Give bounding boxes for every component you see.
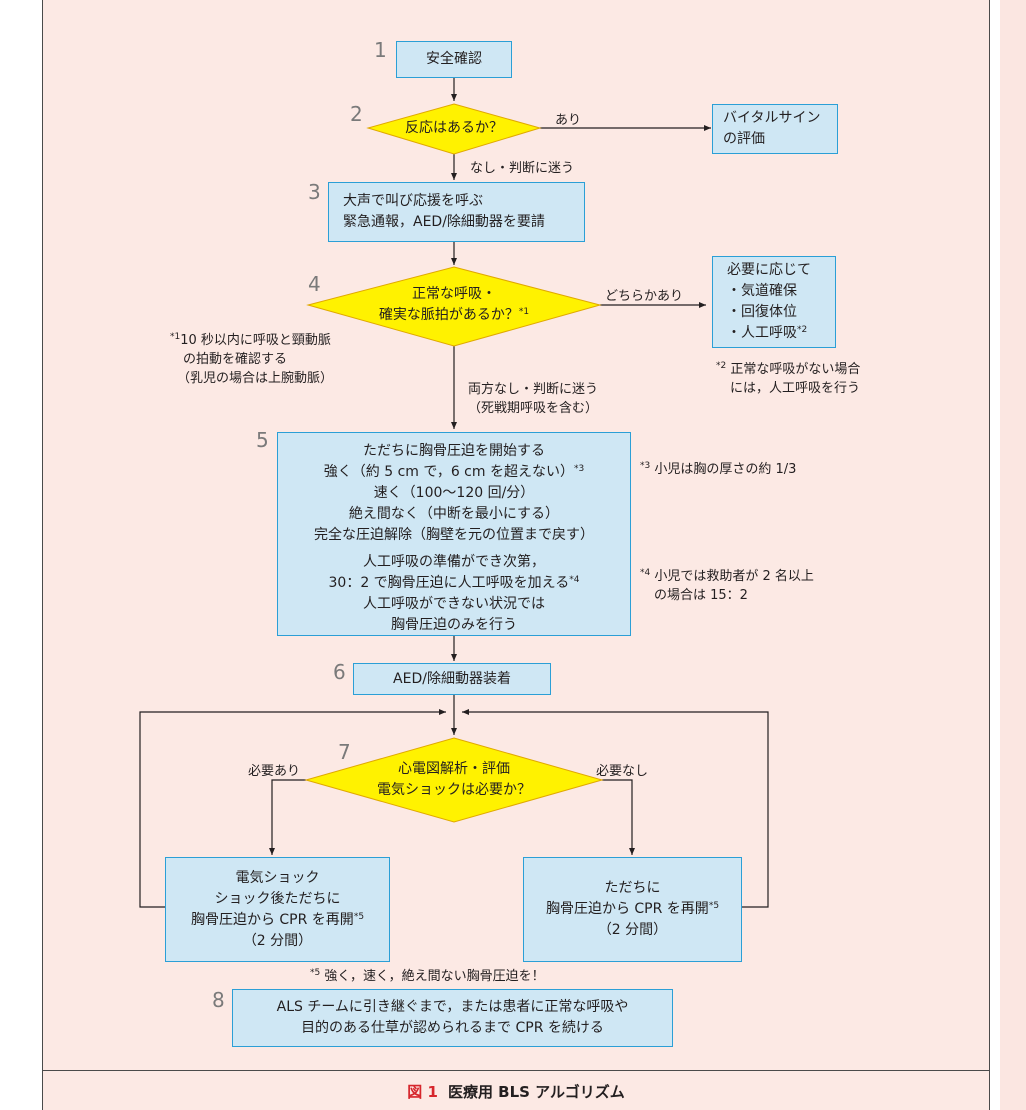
footnote-mark-4: *4 xyxy=(569,575,580,585)
footnote-5: *5 強く，速く，絶え間ない胸骨圧迫を！ xyxy=(310,967,545,986)
footnote-4-line-2: の場合は 15：2 xyxy=(654,588,748,603)
vitals-box: バイタルサイン の評価 xyxy=(712,104,838,154)
step-number-8: 8 xyxy=(212,988,225,1012)
footnote-3-line-1: 小児は胸の厚さの約 1/3 xyxy=(654,462,797,477)
shock-line-4: （2 分間） xyxy=(242,932,313,949)
step-5-line-5: 完全な圧迫解除（胸壁を元の位置まで戻す） xyxy=(314,527,594,543)
step-number-5: 5 xyxy=(256,428,269,452)
footnote-mark-2: *2 xyxy=(797,325,808,335)
resume-box: ただちに 胸骨圧迫から CPR を再開*5 （2 分間） xyxy=(523,857,742,962)
decision-diamond-7 xyxy=(304,737,604,823)
loop-return-right xyxy=(462,709,769,908)
step-4-line-1: 正常な呼吸・ xyxy=(412,286,496,302)
footnote-3: *3 小児は胸の厚さの約 1/3 xyxy=(640,460,796,479)
footnote-1-line-1: 10 秒以内に呼吸と頸動脈 xyxy=(180,333,331,348)
step-number-7: 7 xyxy=(338,740,351,764)
step-5-line-6: 人工呼吸の準備ができ次第， xyxy=(363,554,545,570)
footnote-2-mark: *2 xyxy=(716,361,727,371)
step-8-line-1: ALS チームに引き継ぐまで，または患者に正常な呼吸や xyxy=(276,999,629,1015)
resume-line-3: （2 分間） xyxy=(597,922,668,938)
caption-number: 図 1 xyxy=(407,1083,438,1101)
step-number-6: 6 xyxy=(333,660,346,684)
footnote-2-line-1: 正常な呼吸がない場合 xyxy=(730,362,861,377)
step-7-line-1: 心電図解析・評価 xyxy=(398,761,510,777)
resume-line-1: ただちに xyxy=(604,880,661,896)
as-needed-line-1: 必要に応じて xyxy=(727,262,811,278)
shock-box: 電気ショック ショック後ただちに 胸骨圧迫から CPR を再開*5 （2 分間） xyxy=(165,857,390,962)
step-4-line-2: 確実な脈拍があるか？ xyxy=(378,307,519,323)
step-3-box: 大声で叫び応援を呼ぶ 緊急通報，AED/除細動器を要請 xyxy=(328,182,585,242)
footnote-1: *110 秒以内に呼吸と頸動脈 の拍動を確認する （乳児の場合は上腕動脈） xyxy=(170,331,333,388)
footnote-3-mark: *3 xyxy=(640,461,651,471)
footnote-1-line-2: の拍動を確認する xyxy=(183,352,288,367)
footnote-4: *4 小児では救助者が 2 名以上 の場合は 15：2 xyxy=(640,567,814,605)
step-2-text: 反応はあるか？ xyxy=(405,120,503,136)
shock-line-1: 電気ショック xyxy=(235,869,320,886)
step-5-line-2: 強く（約 5 cm で，6 cm を超えない） xyxy=(323,464,574,480)
footnote-5-mark: *5 xyxy=(310,968,321,978)
as-needed-line-2: ・気道確保 xyxy=(727,283,797,299)
arrow-7-resume xyxy=(602,779,635,855)
step-3-line-1: 大声で叫び応援を呼ぶ xyxy=(343,193,483,209)
loop-return-left xyxy=(139,709,446,908)
edge-label-yes: あり xyxy=(555,113,582,128)
edge-label-both-none-line-1: 両方なし・判断に迷う xyxy=(468,382,599,397)
vitals-line-2: の評価 xyxy=(723,131,765,147)
step-5-line-7: 30：2 で胸骨圧迫に人工呼吸を加える xyxy=(328,575,570,591)
decision-diamond-2 xyxy=(366,103,542,155)
shock-line-3: 胸骨圧迫から CPR を再開 xyxy=(190,911,354,928)
as-needed-box: 必要に応じて ・気道確保 ・回復体位 ・人工呼吸*2 xyxy=(712,256,836,348)
step-1-box: 安全確認 xyxy=(396,41,512,78)
step-6-text: AED/除細動器装着 xyxy=(393,670,511,687)
resume-line-2: 胸骨圧迫から CPR を再開 xyxy=(545,901,709,917)
step-5-line-4: 絶え間なく（中断を最小にする） xyxy=(348,506,560,522)
step-5-box: ただちに胸骨圧迫を開始する 強く（約 5 cm で，6 cm を超えない）*3 … xyxy=(277,432,631,636)
step-5-line-9: 胸骨圧迫のみを行う xyxy=(391,617,517,633)
step-8-line-2: 目的のある仕草が認められるまで CPR を続ける xyxy=(301,1020,604,1036)
step-8-box: ALS チームに引き継ぐまで，または患者に正常な呼吸や 目的のある仕草が認められ… xyxy=(232,989,673,1047)
arrow-7-shock xyxy=(269,779,306,855)
caption-divider xyxy=(42,1070,990,1071)
side-strip xyxy=(1000,0,1026,1110)
step-1-text: 安全確認 xyxy=(426,51,482,67)
step-number-1: 1 xyxy=(374,38,387,62)
step-5-line-3: 速く（100〜120 回/分） xyxy=(373,485,535,501)
step-5-line-8: 人工呼吸ができない状況では xyxy=(363,596,545,612)
footnote-1-mark: *1 xyxy=(170,332,181,342)
edge-label-needed: 必要あり xyxy=(248,764,301,779)
caption-title: 医療用 BLS アルゴリズム xyxy=(447,1083,625,1101)
footnote-mark-5b: *5 xyxy=(708,901,720,911)
step-6-box: AED/除細動器装着 xyxy=(353,663,551,695)
footnote-mark-1: *1 xyxy=(518,307,530,317)
footnote-mark-5a: *5 xyxy=(353,911,365,922)
footnote-mark-3: *3 xyxy=(573,464,585,474)
as-needed-line-4: ・人工呼吸 xyxy=(727,325,797,341)
decision-diamond-4 xyxy=(306,266,602,347)
footnote-1-line-3: （乳児の場合は上腕動脈） xyxy=(177,371,334,386)
figure-caption: 図 1 医療用 BLS アルゴリズム xyxy=(42,1081,990,1102)
edge-label-not-needed: 必要なし xyxy=(596,764,649,779)
step-number-4: 4 xyxy=(308,272,321,296)
step-number-3: 3 xyxy=(308,180,321,204)
as-needed-line-3: ・回復体位 xyxy=(727,304,797,320)
footnote-4-line-1: 小児では救助者が 2 名以上 xyxy=(654,569,814,584)
step-4-text: 正常な呼吸・ 確実な脈拍があるか？*1 xyxy=(338,284,570,326)
step-3-line-2: 緊急通報，AED/除細動器を要請 xyxy=(343,214,545,230)
edge-label-none-unsure: なし・判断に迷う xyxy=(470,161,575,176)
vitals-line-1: バイタルサイン xyxy=(723,110,821,126)
step-7-line-2: 電気ショックは必要か？ xyxy=(377,782,531,798)
footnote-4-mark: *4 xyxy=(640,568,651,578)
step-5-line-1: ただちに胸骨圧迫を開始する xyxy=(363,443,545,459)
footnote-2: *2 正常な呼吸がない場合 には，人工呼吸を行う xyxy=(716,360,860,398)
edge-label-both-none: 両方なし・判断に迷う （死戦期呼吸を含む） xyxy=(468,380,598,418)
step-7-text: 心電図解析・評価 電気ショックは必要か？ xyxy=(326,759,582,801)
shock-line-2: ショック後ただちに xyxy=(214,890,341,907)
edge-label-either: どちらかあり xyxy=(605,289,684,304)
footnote-2-line-2: には，人工呼吸を行う xyxy=(730,381,861,396)
footnote-5-line-1: 強く，速く，絶え間ない胸骨圧迫を！ xyxy=(324,969,545,984)
edge-label-both-none-line-2: （死戦期呼吸を含む） xyxy=(468,401,599,416)
step-number-2: 2 xyxy=(350,102,363,126)
